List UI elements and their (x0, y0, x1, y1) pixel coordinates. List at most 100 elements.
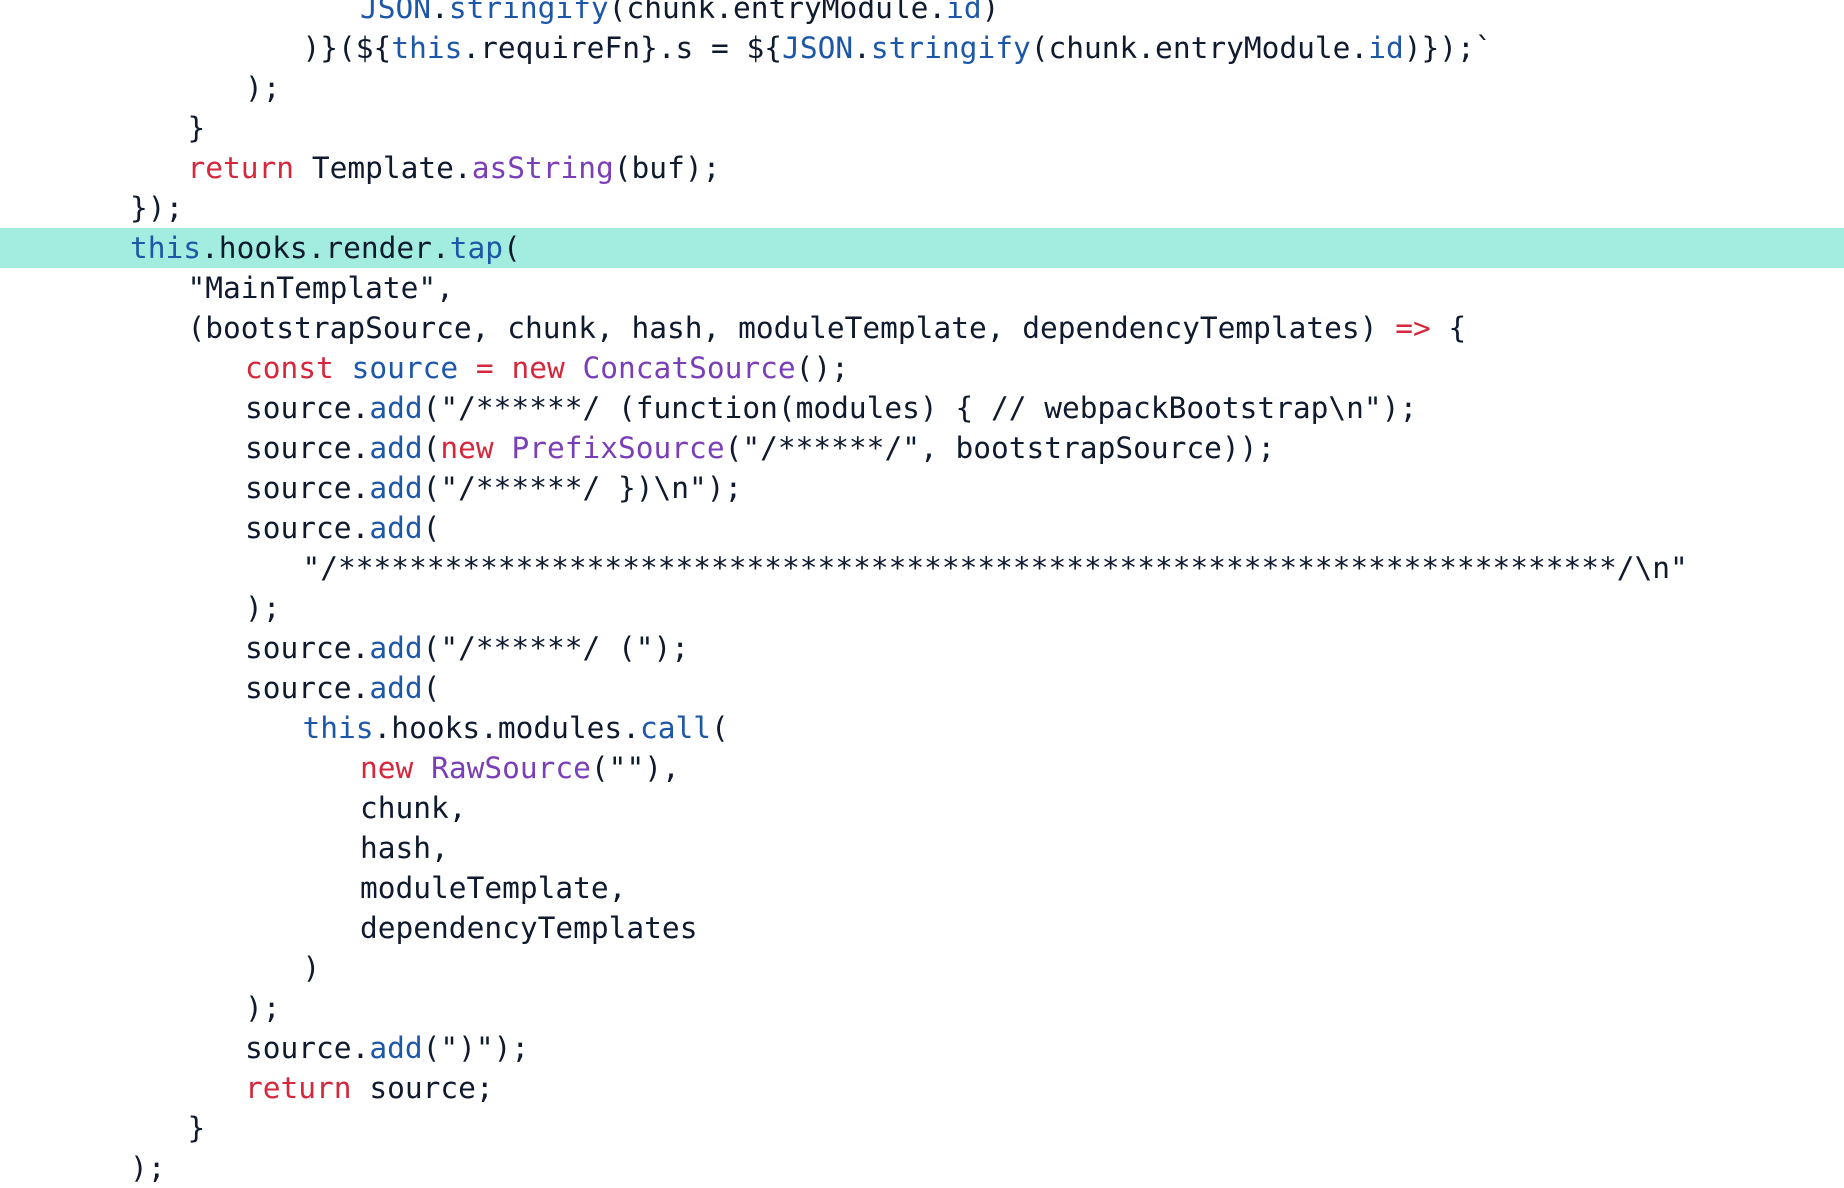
code-token-plain: { (1430, 311, 1467, 345)
code-token-keyword: new (360, 751, 414, 785)
code-token-plain: ("/******/ ("); (422, 631, 690, 665)
code-token-plain: (chunk.entryModule. (1030, 31, 1369, 65)
code-line[interactable]: chunk, (0, 788, 1844, 828)
code-token-plain: . (431, 0, 449, 25)
code-token-plain: (""), (590, 751, 680, 785)
code-token-plain: source. (245, 431, 370, 465)
code-text: } (188, 108, 206, 148)
code-token-keyword: => (1395, 311, 1431, 345)
code-line[interactable]: "MainTemplate", (0, 268, 1844, 308)
code-token-plain: source. (245, 391, 370, 425)
code-token-plain (565, 351, 583, 385)
code-token-plain: ) (981, 0, 1000, 25)
code-line[interactable]: ) (0, 948, 1844, 988)
code-line[interactable]: moduleTemplate, (0, 868, 1844, 908)
code-token-builtin: source (351, 351, 459, 385)
code-line[interactable]: source.add( (0, 668, 1844, 708)
code-line[interactable]: source.add("/******/ (function(modules) … (0, 388, 1844, 428)
code-token-builtin: JSON (360, 0, 432, 25)
code-token-plain: } (187, 1111, 206, 1145)
code-line[interactable]: } (0, 108, 1844, 148)
code-line[interactable]: return source; (0, 1068, 1844, 1108)
code-text: source.add("/******/ (function(modules) … (245, 388, 1417, 428)
code-text: source.add("/******/ ("); (245, 628, 689, 668)
code-line[interactable]: source.add("/******/ ("); (0, 628, 1844, 668)
code-token-keyword: const (245, 351, 334, 385)
code-token-plain: source. (245, 671, 370, 705)
code-token-plain: (")"); (422, 1031, 530, 1065)
code-line[interactable]: } (0, 1108, 1844, 1148)
code-line-highlighted[interactable]: this.hooks.render.tap( (0, 228, 1844, 268)
code-text: "MainTemplate", (188, 268, 454, 308)
code-line[interactable]: ); (0, 68, 1844, 108)
code-line[interactable]: const source = new ConcatSource(); (0, 348, 1844, 388)
code-text: return Template.asString(buf); (188, 148, 721, 188)
code-token-keyword: return (245, 1071, 352, 1105)
code-token-builtin: this (391, 31, 463, 65)
code-line[interactable]: this.hooks.modules.call( (0, 708, 1844, 748)
code-text: hash, (360, 828, 449, 868)
code-token-plain: .hooks.modules. (373, 711, 640, 745)
code-line[interactable]: return Template.asString(buf); (0, 148, 1844, 188)
code-token-builtin: add (369, 431, 423, 465)
code-text: ); (245, 68, 281, 108)
code-text: this.hooks.modules.call( (303, 708, 729, 748)
code-token-plain: source. (245, 511, 370, 545)
code-line[interactable]: source.add(")"); (0, 1028, 1844, 1068)
code-line[interactable]: ); (0, 988, 1844, 1028)
code-token-plain (458, 351, 476, 385)
code-token-plain: ); (245, 71, 281, 105)
code-token-builtin: stringify (870, 31, 1031, 65)
code-token-plain: (); (795, 351, 849, 385)
code-line[interactable]: source.add( (0, 508, 1844, 548)
code-line[interactable]: JSON.stringify(chunk.entryModule.id) (0, 0, 1844, 28)
code-line[interactable]: source.add(new PrefixSource("/******/", … (0, 428, 1844, 468)
code-token-plain: .requireFn}.s = ${ (462, 31, 783, 65)
code-line[interactable]: "/**************************************… (0, 548, 1844, 588)
code-line[interactable]: dependencyTemplates (0, 908, 1844, 948)
code-token-plain: source. (245, 471, 370, 505)
code-token-plain: source; (351, 1071, 494, 1105)
code-line[interactable]: }); (0, 188, 1844, 228)
code-text: JSON.stringify(chunk.entryModule.id) (360, 0, 999, 28)
code-line[interactable]: )}(${this.requireFn}.s = ${JSON.stringif… (0, 28, 1844, 68)
code-token-plain: ( (422, 431, 441, 465)
code-text: moduleTemplate, (360, 868, 626, 908)
code-token-plain: (chunk.entryModule. (608, 0, 947, 25)
code-token-plain: (bootstrapSource, chunk, hash, moduleTem… (187, 311, 1396, 345)
code-token-string: "/**************************************… (302, 551, 1688, 585)
code-token-plain: )}(${ (302, 31, 392, 65)
code-line[interactable]: new RawSource(""), (0, 748, 1844, 788)
code-line[interactable]: ); (0, 588, 1844, 628)
code-text: source.add(")"); (245, 1028, 529, 1068)
code-text: }); (130, 188, 183, 228)
code-text: source.add( (245, 508, 440, 548)
code-line[interactable]: hash, (0, 828, 1844, 868)
code-text: new RawSource(""), (360, 748, 680, 788)
code-token-class: RawSource (431, 751, 591, 785)
code-text: )}(${this.requireFn}.s = ${JSON.stringif… (303, 28, 1493, 68)
code-text: "/**************************************… (303, 548, 1688, 588)
code-token-builtin: stringify (448, 0, 609, 25)
code-token-plain: ( (503, 231, 521, 265)
code-token-plain: moduleTemplate, (360, 871, 627, 905)
code-token-plain: dependencyTemplates (360, 911, 698, 945)
code-line[interactable]: (bootstrapSource, chunk, hash, moduleTem… (0, 308, 1844, 348)
code-token-builtin: add (369, 671, 423, 705)
code-token-builtin: add (369, 511, 423, 545)
code-text: ); (245, 588, 281, 628)
code-token-plain: chunk, (360, 791, 467, 825)
code-token-keyword: new (440, 431, 494, 465)
code-token-plain (334, 351, 352, 385)
code-token-plain (413, 751, 431, 785)
code-text: source.add( (245, 668, 440, 708)
code-token-plain: .hooks.render. (201, 231, 450, 265)
code-token-keyword: new (511, 351, 565, 385)
code-token-plain: ); (245, 991, 281, 1025)
code-line[interactable]: source.add("/******/ })\n"); (0, 468, 1844, 508)
code-line[interactable]: ); (0, 1148, 1844, 1188)
code-token-plain (494, 431, 512, 465)
code-token-builtin: id (1368, 31, 1404, 65)
code-token-builtin: call (639, 711, 712, 745)
